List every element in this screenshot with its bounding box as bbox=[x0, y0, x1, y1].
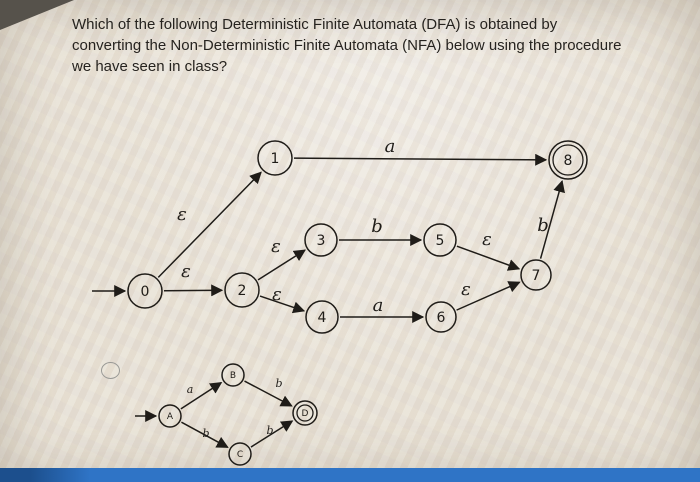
state-label: C bbox=[237, 450, 243, 460]
state-circle bbox=[305, 300, 339, 334]
state-label: 4 bbox=[318, 310, 327, 326]
state-label: B bbox=[230, 371, 236, 381]
transition-arrow bbox=[257, 249, 306, 281]
state-label: 0 bbox=[141, 284, 150, 300]
transition-label: b bbox=[371, 216, 383, 237]
state-circle bbox=[548, 140, 588, 180]
transition-label: b bbox=[266, 424, 273, 437]
state-label: 5 bbox=[436, 233, 445, 249]
transition-arrow bbox=[180, 381, 223, 410]
transition-arrow bbox=[163, 284, 224, 297]
state-label: A bbox=[167, 412, 174, 422]
accepting-state-inner-circle bbox=[552, 144, 584, 176]
transition-arrow bbox=[456, 245, 521, 271]
transition-arrow bbox=[244, 380, 293, 407]
transition-arrow bbox=[293, 153, 548, 166]
question-line-3: we have seen in class? bbox=[72, 58, 228, 75]
question-text: Which of the following Deterministic Fin… bbox=[72, 14, 688, 77]
state-circle bbox=[224, 272, 260, 308]
answer-option-radio[interactable] bbox=[101, 362, 120, 379]
transition-arrow bbox=[250, 420, 294, 448]
transition-arrow bbox=[181, 421, 229, 448]
state-circle bbox=[292, 400, 318, 426]
transition-label: b bbox=[275, 377, 282, 390]
transition-label: a bbox=[385, 136, 396, 157]
transition-arrow bbox=[157, 171, 262, 278]
state-circle bbox=[520, 259, 552, 291]
state-circle bbox=[257, 140, 293, 176]
state-label: 7 bbox=[532, 268, 541, 284]
state-circle bbox=[228, 442, 252, 466]
question-line-2: converting the Non-Deterministic Finite … bbox=[72, 37, 622, 54]
transition-label: ε bbox=[482, 229, 492, 250]
state-label: 2 bbox=[238, 283, 247, 299]
transition-label: a bbox=[187, 383, 194, 396]
state-circle bbox=[423, 223, 457, 257]
transition-label: ε bbox=[271, 236, 281, 257]
state-label: 6 bbox=[437, 310, 446, 326]
transition-label: ε bbox=[181, 261, 191, 282]
state-circle bbox=[425, 301, 457, 333]
state-label: 3 bbox=[317, 233, 326, 249]
state-circle bbox=[127, 273, 163, 309]
state-circle bbox=[304, 223, 338, 257]
state-label: 8 bbox=[564, 153, 573, 169]
accepting-state-inner-circle bbox=[296, 404, 314, 422]
transition-arrow bbox=[456, 281, 521, 311]
transition-label: ε bbox=[461, 279, 471, 300]
nfa-diagram: ε ε a ε ε b a ε ε b 0 1 2 3 4 5 6 7 8 bbox=[92, 136, 588, 334]
state-circle bbox=[158, 404, 182, 428]
state-circle bbox=[221, 363, 245, 387]
transition-label: ε bbox=[177, 204, 187, 225]
transition-label: a bbox=[373, 295, 384, 316]
transition-arrow bbox=[539, 180, 565, 259]
transition-label: b bbox=[202, 427, 209, 440]
bottom-blue-bar bbox=[0, 468, 700, 482]
transition-label: ε bbox=[272, 284, 282, 305]
state-label: 1 bbox=[271, 151, 280, 167]
transition-label: b bbox=[537, 215, 549, 236]
question-line-1: Which of the following Deterministic Fin… bbox=[72, 16, 558, 33]
state-label: D bbox=[302, 409, 309, 419]
transition-arrow bbox=[259, 295, 306, 314]
